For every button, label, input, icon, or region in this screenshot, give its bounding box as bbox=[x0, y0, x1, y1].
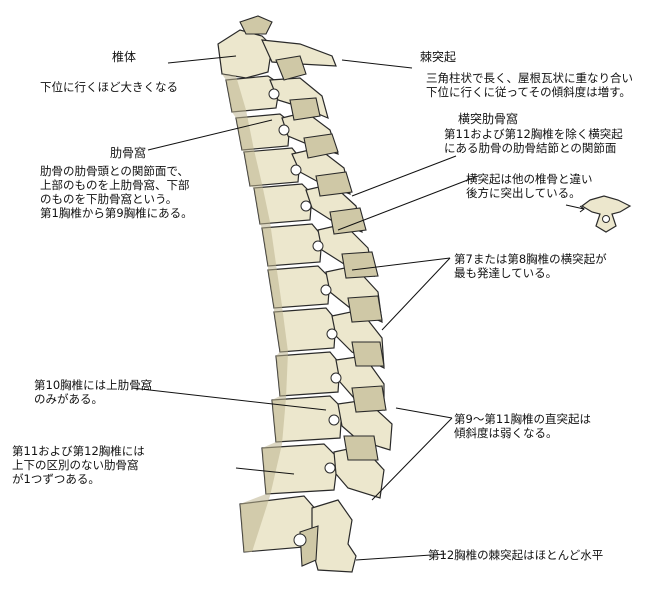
vertebra-t1 bbox=[217, 15, 337, 79]
transverse-costal-fovea-title: 横突肋骨窩 bbox=[458, 112, 519, 126]
transverse-costal-fovea-text: 第11および第12胸椎を除く横突起 にある肋骨の肋骨結節との関節面 bbox=[444, 127, 623, 155]
costal-fovea-title: 肋骨窩 bbox=[110, 146, 147, 160]
vertebral-column bbox=[217, 15, 393, 573]
spinous-process-text: 三角柱状で長く、屋根瓦状に重なり合い 下位に行くに従ってその傾斜度は増す。 bbox=[426, 71, 633, 99]
costal-fovea-text: 肋骨の肋骨頭との関節面で、 上部のものを上肋骨窩、下部 のものを下肋骨窩という。… bbox=[40, 164, 193, 220]
vertebra-t11 bbox=[261, 435, 385, 499]
vertebra-top-view-icon bbox=[580, 195, 632, 233]
t7-t8-text: 第7または第8胸椎の横突起が 最も発達している。 bbox=[454, 252, 607, 280]
vertebral-body-text: 下位に行くほど大きくなる bbox=[40, 80, 178, 94]
spinous-process-title: 棘突起 bbox=[420, 50, 457, 64]
leader-lines bbox=[131, 55, 479, 561]
t12-text: 第12胸椎の棘突起はほとんど水平 bbox=[428, 548, 604, 562]
t11-t12-text: 第11および第12胸椎には 上下の区別のない肋骨窩 が1つずつある。 bbox=[12, 444, 145, 486]
vertebral-body-title: 椎体 bbox=[112, 50, 137, 64]
vertebra-t10 bbox=[271, 385, 393, 451]
arrow-icon bbox=[565, 204, 585, 210]
t10-text: 第10胸椎には上肋骨窩 のみがある。 bbox=[34, 378, 153, 406]
vertebra-t6 bbox=[261, 207, 375, 277]
transverse-process-text: 横突起は他の椎骨と違い 後方に突出している。 bbox=[466, 172, 593, 200]
t9-t11-text: 第9～第11胸椎の直突起は 傾斜度は弱くなる。 bbox=[454, 412, 591, 440]
